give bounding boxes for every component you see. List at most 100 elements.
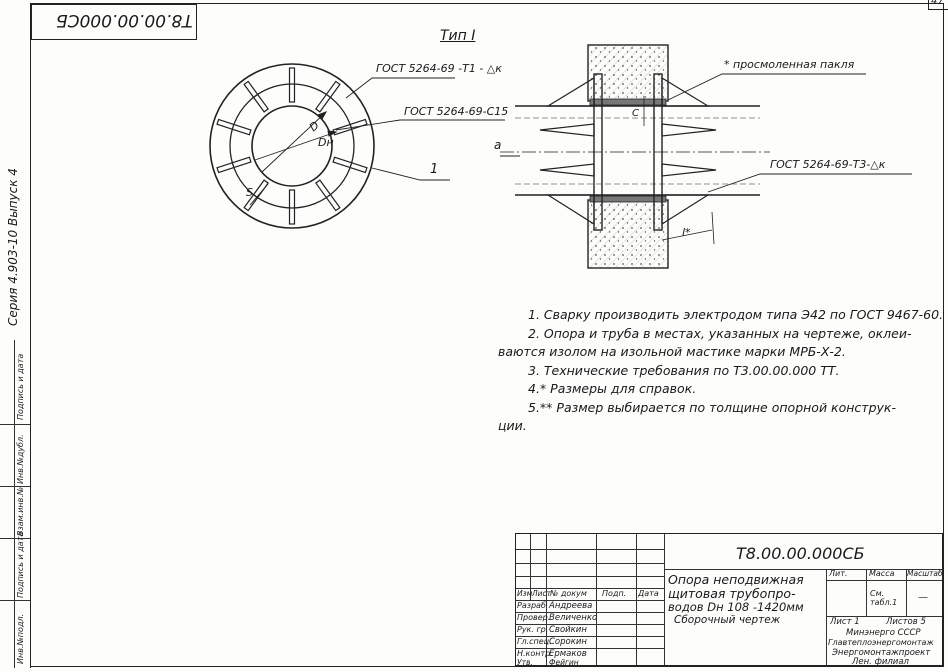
tb-name-5: Фейгин [549,658,579,667]
page-number-box [928,0,948,10]
tb-mass-label: Масса [869,569,895,578]
rib-1 [315,80,341,113]
wall-top-hatch [588,45,668,101]
tb-scale-label: Масштаб [907,569,943,578]
note-5: 5.** Размер выбирается по толщине опорно… [528,399,896,415]
rib-5 [288,189,296,225]
tb-role-3: Гл.спец. [517,637,552,646]
note-4: 4.* Размеры для справок. [528,381,697,396]
tb-org-2: Главтеплоэнергомонтаж [828,638,934,647]
note-2-cont: ваются изолом на изольной мастике марки … [498,344,846,359]
callout-dim-c: С [632,108,639,119]
tb-lit-label: Лит. [829,569,848,578]
tb-scale-value: — [918,592,928,603]
note-3: 3. Технические требования по Т3.00.00.00… [528,362,840,378]
rib-upper-left [545,76,595,107]
tow-layer-top [589,98,667,106]
note-5-cont: ции. [498,418,527,433]
rib-8 [216,118,252,136]
wall-bottom-hatch [588,200,668,268]
dim-l-line [661,229,713,241]
rib-2 [332,118,368,136]
tb-name-3: Сорокин [549,637,587,647]
rib-7 [216,156,252,174]
tow-layer-bottom [589,195,667,203]
side-strip-tick-1 [0,424,30,425]
shield-plate [593,73,603,231]
callout-gost-t1: ГОСТ 5264-69 -Т1 - △к [376,62,502,75]
notes-block: 1. Сварку производить электродом типа Э4… [498,306,944,436]
rib-9 [243,80,269,113]
callout-dim-a: а [494,138,502,152]
tb-col-izm: Изм [517,589,533,598]
circular-view [209,63,505,229]
tb-role-5: Утв. [517,658,533,667]
tb-code: Т8.00.00.000СБ [736,544,865,563]
leader-tow [667,73,866,101]
rib-3 [332,156,368,174]
leader-pos-1 [371,167,450,181]
outer-circle [209,63,375,229]
section-view [500,44,912,269]
tb-title-3: водов Dн 108 -1420мм [668,600,804,614]
callout-dim-s: S [246,186,253,199]
tb-name-4: Ермаков [549,649,587,659]
tb-role-2: Рук. гр. [517,625,549,634]
callout-gost-t3: ГОСТ 5264-69-Т3-△к [770,158,886,171]
leader-gost-t3 [707,173,912,193]
callout-gost-c15: ГОСТ 5264-69-С15 [404,105,509,118]
tb-name-1: Величенко [549,613,598,623]
note-1: 1. Сварку производить электродом типа Э4… [528,307,944,322]
tb-title-1: Опора неподвижная [668,572,804,587]
rib-lower-right [661,194,711,226]
rib-mid-left-1 [539,123,595,137]
leader-gost-c15 [335,119,505,131]
rib-lower-left [545,194,595,226]
side-strip-tick-4 [0,600,30,601]
shield-plate-2 [653,73,663,231]
callout-pos-1: 1 [430,162,439,177]
side-strip-tick-2 [0,486,30,487]
dim-s-line [249,183,269,206]
side-strip-divider [14,340,15,668]
tb-col-sign: Подп. [602,589,627,598]
tb-col-doc: № докум [550,589,587,598]
note-2: 2. Опора и труба в местах, указанных на … [528,325,912,341]
tb-role-1: Провер. [517,613,551,622]
drawing-frame [30,3,944,667]
type-label: Тип I [440,28,476,44]
tb-sheets: Листов 5 [886,617,926,627]
rib-mid-right-2 [661,163,717,177]
callout-dim-l: l* [682,226,691,239]
title-block: Т8.00.00.000СБ Опора неподвижная щитовая… [515,533,943,667]
rib-4 [315,179,341,212]
rib-0 [288,67,296,103]
tb-sheet: Лист 1 [830,617,860,627]
rib-mid-left-2 [539,163,595,177]
stamp-box-rotated [31,4,197,40]
tb-name-0: Андреева [549,601,593,611]
tb-doc-type: Сборочный чертеж [674,614,781,626]
tb-org-3: Энергомонтажпроект [832,648,931,658]
side-strip-tick-3 [0,538,30,539]
dim-l-ext [711,211,715,245]
tb-col-date: Дата [638,589,659,598]
side-strip [0,340,31,668]
rib-6 [243,179,269,212]
ring-circle [229,83,355,209]
rib-mid-right-1 [661,123,717,137]
leader-gost-t1 [345,77,455,99]
arrow-d-end [317,111,328,120]
tb-org-4: Лен. филиал [852,657,909,667]
tb-title-2: щитовая трубопро- [668,586,796,601]
tb-role-4: Н.контр. [517,649,553,658]
tb-col-list: Лист [532,589,552,598]
dim-dn-line [254,131,337,161]
tb-role-0: Разраб [517,601,546,610]
tb-mass-value: См. табл.1 [870,589,898,607]
tb-name-2: Свойкин [549,625,587,635]
callout-dim-dn: Dн [318,136,334,149]
callout-tow: * просмоленная пакля [724,58,855,71]
